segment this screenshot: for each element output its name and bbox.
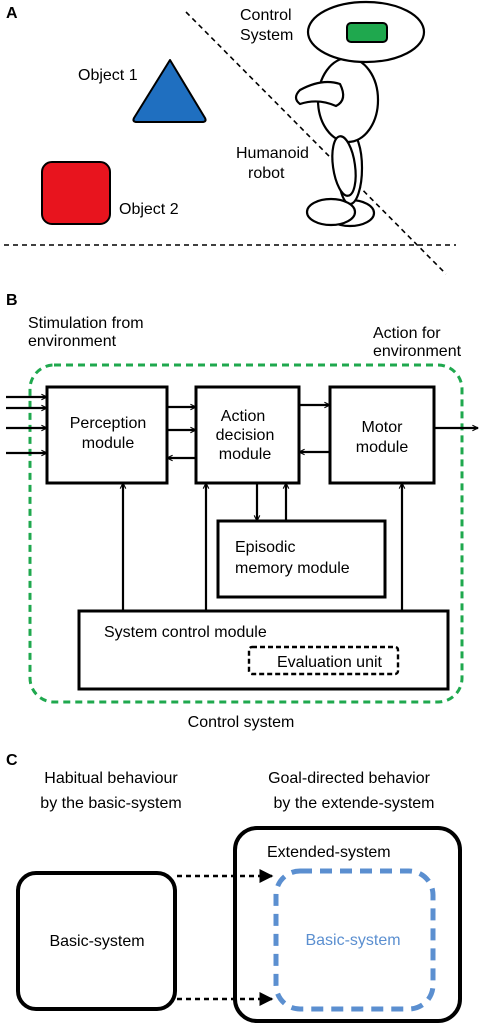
- basic-system-box: [16, 871, 177, 1011]
- action-decision-label-line3: module: [219, 446, 272, 463]
- module-connections: [123, 405, 478, 611]
- humanoid-robot: [294, 0, 426, 228]
- system-control-label: System control module: [104, 624, 267, 641]
- control-system-label-line2: System: [240, 27, 293, 44]
- stimulation-label-line1: Stimulation from: [28, 315, 144, 332]
- episodic-label-line2: memory module: [235, 560, 350, 577]
- stimulation-label-line2: environment: [28, 333, 117, 350]
- object2-label: Object 2: [119, 201, 179, 218]
- panel-b: B Stimulation from environment Action fo…: [6, 292, 478, 731]
- panel-c: C Habitual behaviour by the basic-system…: [6, 752, 462, 1023]
- robot-label-line1: Humanoid: [236, 145, 309, 162]
- episodic-memory-module-box: [216, 519, 387, 599]
- input-arrows: [6, 397, 47, 453]
- action-decision-label-line1: Action: [221, 408, 265, 425]
- control-system-caption: Control system: [188, 714, 295, 731]
- system-control-module-box: [77, 609, 450, 691]
- panel-a: A Object 1 Object 2 Control System Human…: [4, 0, 456, 275]
- episodic-label-line1: Episodic: [235, 539, 295, 556]
- panel-c-letter: C: [6, 752, 18, 769]
- action-decision-label-line2: decision: [216, 427, 275, 444]
- action-env-label-line1: Action for: [373, 325, 441, 342]
- object1-triangle: [132, 59, 207, 123]
- inner-basic-system-box: [273, 868, 436, 1012]
- perception-label-line2: module: [82, 435, 135, 452]
- inner-basic-system-label: Basic-system: [305, 932, 400, 949]
- goal-label-line2: by the extende-system: [274, 795, 435, 812]
- panel-a-letter: A: [6, 5, 18, 22]
- basic-system-label: Basic-system: [49, 933, 144, 950]
- goal-label-line1: Goal-directed behavior: [268, 770, 431, 787]
- transition-arrows: [177, 869, 274, 1006]
- evaluation-unit-label: Evaluation unit: [277, 654, 383, 671]
- habitual-label-line2: by the basic-system: [40, 795, 181, 812]
- motor-label-line1: Motor: [362, 419, 404, 436]
- panel-b-letter: B: [6, 292, 18, 309]
- action-decision-module-box: [194, 385, 301, 485]
- extended-system-box: [233, 826, 462, 1023]
- extended-system-label: Extended-system: [267, 844, 391, 861]
- habitual-label-line1: Habitual behaviour: [44, 770, 178, 787]
- motor-module-box: [328, 385, 436, 485]
- object1-label: Object 1: [78, 67, 138, 84]
- control-system-boundary: [28, 363, 464, 704]
- robot-label-line2: robot: [248, 165, 285, 182]
- diagonal-boundary-line: [185, 11, 447, 275]
- motor-label-line2: module: [356, 439, 409, 456]
- object2-square: [41, 161, 111, 225]
- perception-label-line1: Perception: [70, 415, 147, 432]
- control-system-label-line1: Control: [240, 7, 292, 24]
- perception-module-box: [45, 385, 169, 485]
- evaluation-unit-box: [247, 645, 400, 676]
- action-env-label-line2: environment: [373, 343, 462, 360]
